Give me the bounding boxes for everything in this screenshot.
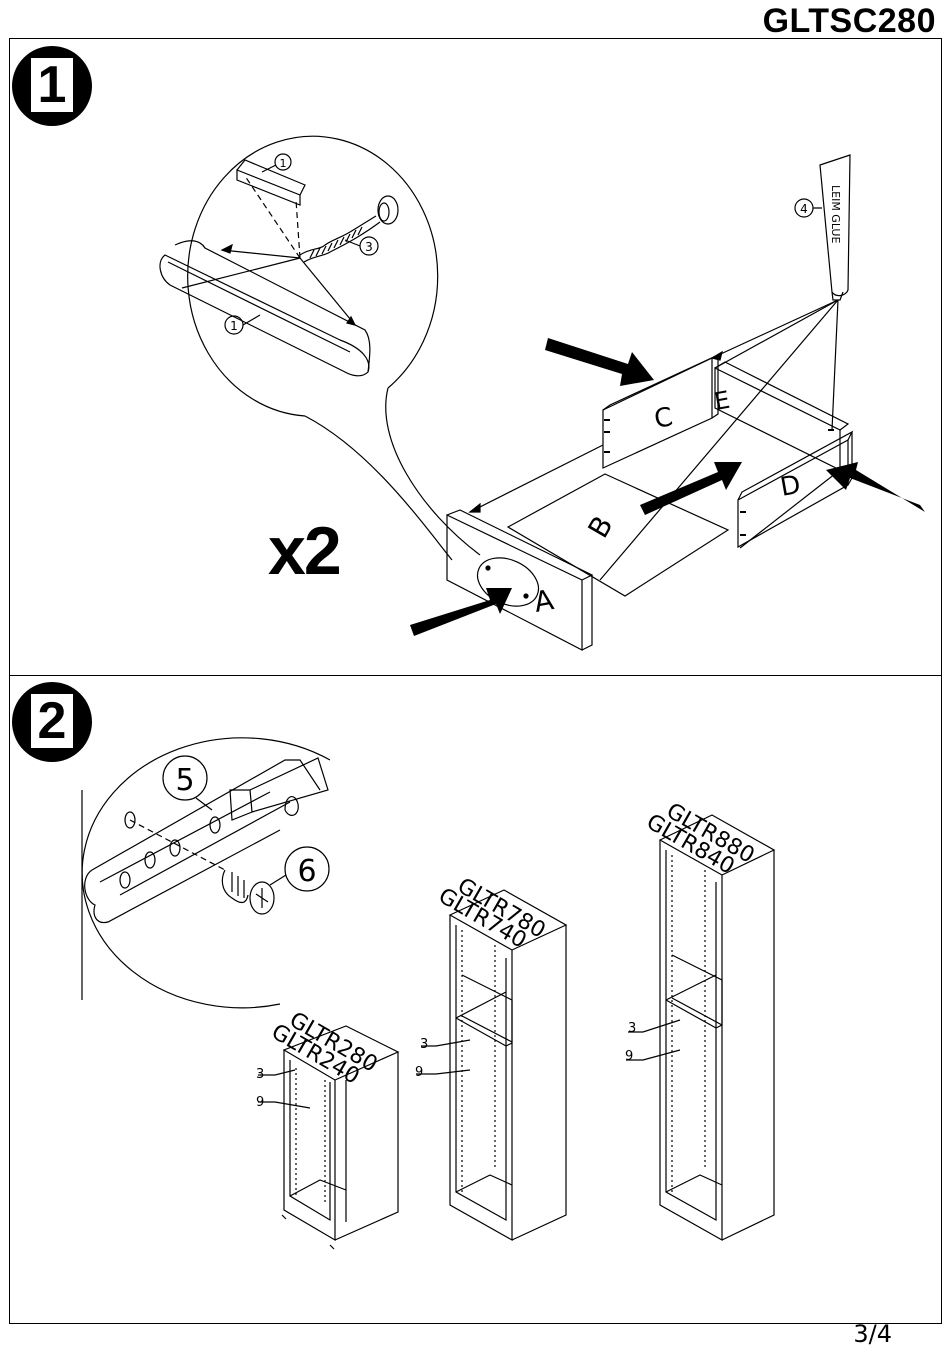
callout-glue: 4 — [800, 202, 808, 216]
callout-handle-clip: 1 — [280, 157, 287, 170]
callout-screw: 3 — [365, 240, 373, 254]
panel-label-d: D — [778, 470, 803, 503]
cabinet-small-part-9: 9 — [256, 1095, 264, 1110]
panel-label-a: A — [531, 583, 556, 619]
panel-label-e: E — [712, 386, 732, 416]
panel-label-c: C — [652, 402, 675, 435]
drawer-runner-detail — [82, 738, 330, 1008]
panel-label-b: B — [581, 510, 619, 543]
callout-runner-screw: 6 — [297, 854, 316, 889]
cabinet-medium — [416, 890, 566, 1240]
cabinet-medium-part-9: 9 — [415, 1065, 423, 1080]
direction-arrows-step-1 — [410, 338, 925, 636]
page-number: 3/4 — [853, 1320, 892, 1348]
part-callouts-step-1 — [225, 154, 822, 334]
drawer-handle-detail — [160, 136, 480, 560]
glue-tube-label: LEIM GLUE — [829, 185, 842, 243]
cabinet-medium-part-3: 3 — [420, 1037, 428, 1052]
drawer-assembly — [447, 155, 852, 650]
cabinet-small-part-3: 3 — [256, 1067, 264, 1082]
cabinet-tall — [626, 815, 774, 1240]
cabinet-tall-part-9: 9 — [625, 1049, 633, 1064]
callout-handle: 1 — [230, 319, 238, 333]
callout-runner: 5 — [175, 763, 194, 798]
cabinet-tall-part-3: 3 — [628, 1021, 636, 1036]
